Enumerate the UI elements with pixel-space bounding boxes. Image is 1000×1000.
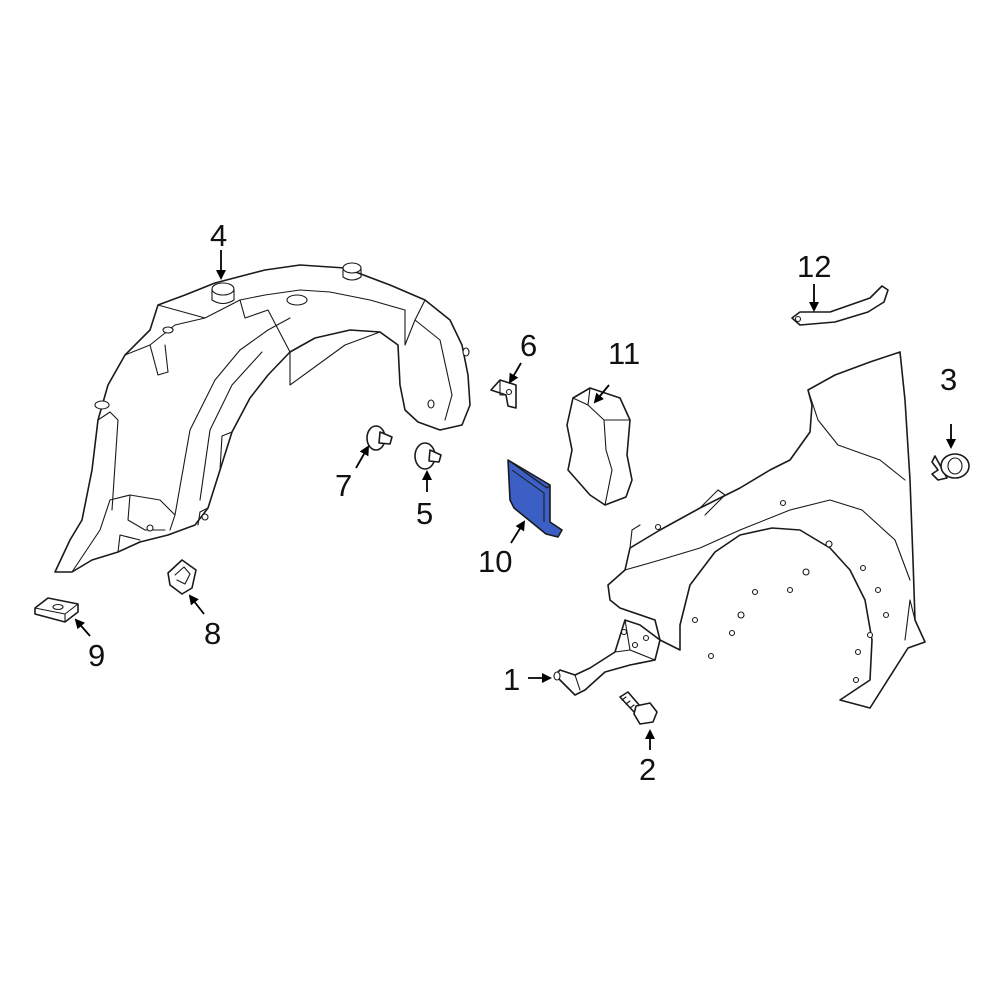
callout-8-number: 8	[204, 616, 221, 651]
bolt-part-2[interactable]	[619, 691, 658, 725]
callout-1-number: 1	[503, 662, 520, 697]
clip-part-8[interactable]	[167, 559, 197, 595]
callout-9-leader	[74, 618, 91, 637]
callout-10-number: 10	[478, 544, 512, 579]
callout-5: 5	[416, 470, 433, 531]
nut-part-9[interactable]	[34, 597, 79, 623]
callout-5-number: 5	[416, 496, 433, 531]
callout-4: 4	[210, 218, 227, 280]
callout-8: 8	[188, 594, 221, 651]
clip-part-3[interactable]	[931, 453, 970, 481]
bracket-part-6[interactable]	[490, 379, 517, 409]
callout-11: 11	[593, 336, 640, 404]
callout-12-number: 12	[797, 249, 831, 284]
trim-strip-part-12[interactable]	[791, 285, 889, 326]
push-pin-part-5[interactable]	[414, 442, 442, 470]
callout-2-number: 2	[639, 752, 656, 787]
callout-9-number: 9	[88, 638, 105, 673]
insulator-part-10-highlighted[interactable]	[507, 459, 563, 538]
fender-assembly[interactable]	[553, 351, 926, 709]
callout-2: 2	[639, 729, 656, 787]
callout-7: 7	[335, 445, 369, 503]
callout-9: 9	[74, 618, 105, 673]
fender-liner[interactable]	[54, 262, 471, 573]
callout-1: 1	[503, 662, 552, 697]
callout-7-leader	[355, 445, 369, 469]
callout-6: 6	[508, 328, 537, 384]
push-pin-part-7[interactable]	[366, 425, 393, 451]
callout-7-number: 7	[335, 468, 352, 503]
baffle-part-11[interactable]	[566, 387, 633, 506]
callout-3-number: 3	[940, 362, 957, 397]
callout-6-number: 6	[520, 328, 537, 363]
callout-11-number: 11	[608, 336, 640, 371]
callout-8-leader	[188, 594, 205, 615]
callout-12: 12	[797, 249, 831, 312]
callout-4-number: 4	[210, 218, 227, 253]
callout-10: 10	[478, 520, 526, 579]
callout-10-leader	[510, 520, 526, 544]
callout-6-leader	[508, 362, 522, 384]
callout-3: 3	[940, 362, 957, 449]
callout-11-leader	[593, 384, 610, 404]
